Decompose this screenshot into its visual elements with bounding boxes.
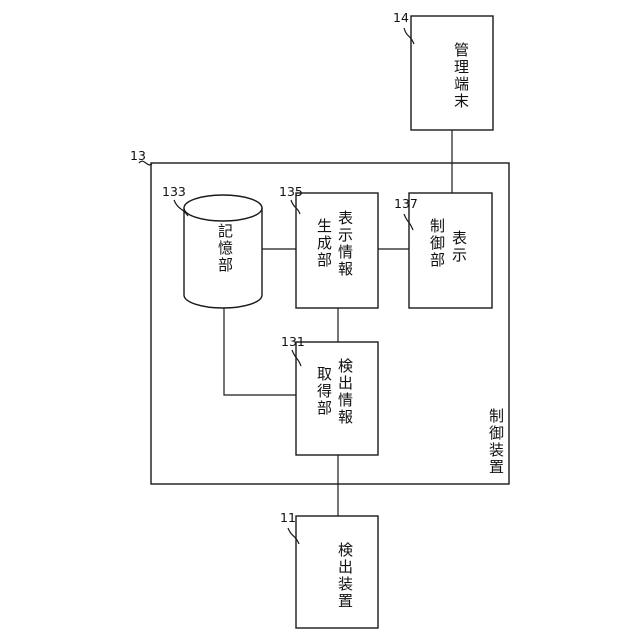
control-device-ref: 13 xyxy=(130,148,146,163)
display-info-gen-label-1: 表示情報 xyxy=(336,210,354,278)
display-info-gen-label-2: 生成部 xyxy=(315,218,333,269)
storage-unit: 記憶部 xyxy=(184,195,262,308)
storage-label: 記憶部 xyxy=(216,223,234,274)
display-control-label-1: 表示 xyxy=(450,230,468,264)
display-control-label-2: 制御部 xyxy=(428,218,446,269)
detection-info-acq-label-1: 検出情報 xyxy=(336,358,354,426)
display-info-gen-ref: 135 xyxy=(279,184,303,199)
detection-device-label: 検出装置 xyxy=(336,542,354,610)
display-control-ref: 137 xyxy=(394,196,418,211)
link-storage-to-acq xyxy=(224,308,296,395)
management-terminal-label: 管理端末 xyxy=(452,42,470,110)
detection-info-acq-label-2: 取得部 xyxy=(315,366,333,417)
detection-device-ref: 11 xyxy=(280,510,296,525)
control-device-label: 制御装置 xyxy=(487,408,505,476)
detection-info-acq-ref: 131 xyxy=(281,334,305,349)
storage-ref: 133 xyxy=(162,184,186,199)
management-terminal-ref: 14 xyxy=(393,10,409,25)
